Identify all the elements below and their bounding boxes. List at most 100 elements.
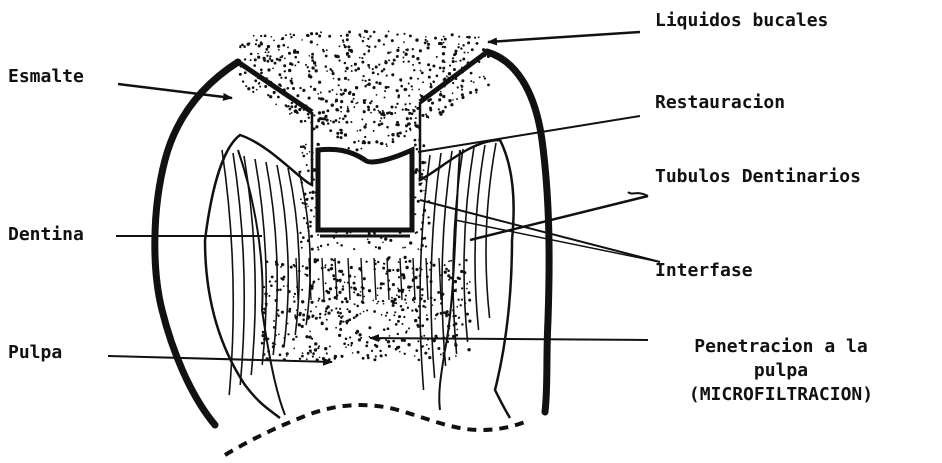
stipple-dot: [403, 135, 405, 137]
stipple-dot: [375, 355, 377, 357]
stipple-dot: [264, 35, 267, 38]
stipple-dot: [367, 64, 370, 67]
stipple-dot: [460, 85, 462, 87]
stipple-dot: [287, 46, 289, 48]
stipple-dot: [286, 355, 288, 357]
stipple-dot: [277, 45, 280, 48]
stipple-dot: [415, 349, 418, 352]
stipple-dot: [452, 99, 454, 101]
stipple-dot: [354, 276, 356, 278]
stipple-dot: [264, 85, 267, 88]
stipple-dot: [416, 286, 419, 289]
stipple-dot: [307, 206, 309, 208]
stipple-dot: [419, 94, 421, 96]
stipple-dot: [274, 62, 277, 65]
stipple-dot: [340, 93, 342, 95]
stipple-dot: [405, 295, 407, 297]
stipple-dot: [395, 123, 398, 126]
stipple-dot: [396, 121, 399, 124]
stipple-dot: [344, 282, 346, 284]
stipple-dot: [456, 329, 458, 331]
stipple-dot: [398, 276, 400, 278]
stipple-dot: [289, 113, 291, 115]
stipple-dot: [454, 315, 456, 317]
stipple-dot: [423, 300, 426, 303]
stipple-dot: [340, 244, 343, 247]
stipple-dot: [354, 69, 357, 72]
stipple-dot: [269, 58, 271, 60]
stipple-dot: [344, 133, 347, 136]
stipple-dot: [352, 352, 354, 354]
stipple-dot: [303, 217, 305, 219]
stipple-dot: [328, 358, 331, 361]
stipple-dot: [309, 75, 312, 78]
stipple-dot: [405, 124, 408, 127]
stipple-dot: [299, 358, 301, 360]
stipple-dot: [416, 148, 418, 150]
stipple-dot: [338, 334, 341, 337]
stipple-dot: [385, 315, 387, 317]
stipple-dot: [379, 120, 381, 122]
stipple-dot: [357, 67, 360, 70]
stipple-dot: [405, 302, 407, 304]
stipple-dot: [313, 62, 316, 65]
stipple-dot: [287, 333, 289, 335]
stipple-dot: [408, 260, 411, 263]
stipple-dot: [346, 319, 349, 322]
stipple-dot: [425, 113, 427, 115]
stipple-dot: [396, 89, 398, 91]
stipple-dot: [347, 106, 349, 108]
stipple-dot: [409, 34, 412, 37]
stipple-dot: [315, 125, 318, 128]
stipple-dot: [469, 281, 471, 283]
stipple-dot: [254, 58, 257, 61]
stipple-dot: [416, 310, 419, 313]
stipple-dot: [418, 89, 420, 91]
stipple-dot: [315, 306, 317, 308]
stipple-dot: [348, 79, 350, 81]
stipple-dot: [461, 299, 463, 301]
stipple-dot: [330, 267, 333, 270]
stipple-dot: [468, 319, 471, 322]
stipple-dot: [244, 58, 246, 60]
stipple-dot: [411, 89, 413, 91]
stipple-dot: [377, 301, 379, 303]
dentinal-tubule: [439, 258, 441, 300]
stipple-dot: [410, 129, 412, 131]
stipple-dot: [398, 261, 400, 263]
stipple-dot: [302, 352, 304, 354]
stipple-dot: [392, 283, 395, 286]
stipple-dot: [368, 79, 371, 82]
enamel-outline-right: [487, 52, 549, 412]
stipple-dot: [326, 109, 329, 112]
stipple-dot: [367, 38, 369, 40]
stipple-dot: [255, 43, 257, 45]
stipple-dot: [364, 136, 366, 138]
stipple-dot: [344, 89, 347, 92]
stipple-dot: [272, 67, 274, 69]
stipple-dot: [284, 70, 286, 72]
stipple-dot: [447, 269, 450, 272]
stipple-dot: [392, 340, 395, 343]
stipple-dot: [281, 263, 284, 266]
stipple-dot: [313, 168, 315, 170]
stipple-dot: [345, 67, 348, 70]
stipple-dot: [414, 196, 416, 198]
stipple-dot: [405, 108, 408, 111]
stipple-dot: [372, 71, 375, 74]
stipple-dot: [307, 34, 310, 37]
stipple-dot: [429, 69, 432, 72]
stipple-dot: [363, 296, 365, 298]
stipple-dot: [427, 43, 430, 46]
stipple-dot: [398, 296, 401, 299]
stipple-dot: [291, 102, 293, 104]
stipple-dot: [353, 282, 356, 285]
stipple-dot: [441, 39, 443, 41]
stipple-dot: [433, 299, 435, 301]
stipple-dot: [368, 289, 371, 292]
stipple-dot: [378, 110, 380, 112]
stipple-dot: [442, 95, 445, 98]
stipple-dot: [288, 310, 291, 313]
stipple-dot: [455, 355, 457, 357]
stipple-dot: [359, 57, 361, 59]
